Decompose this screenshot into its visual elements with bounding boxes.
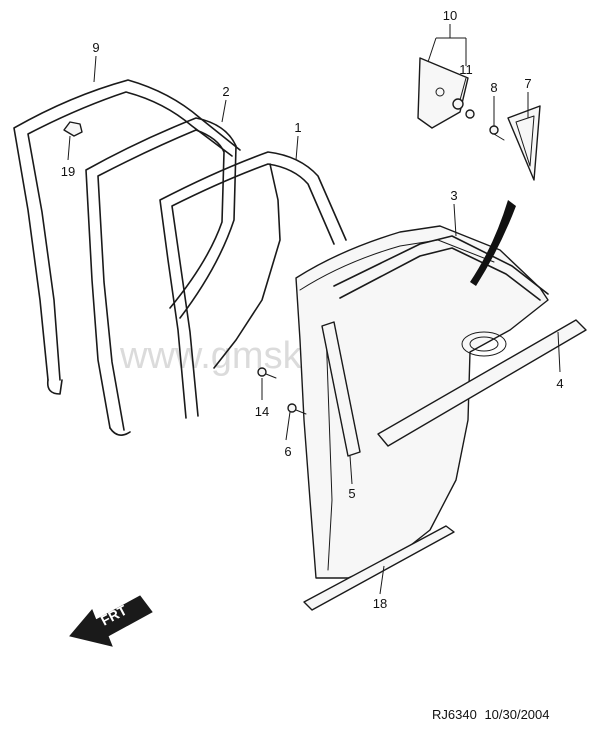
callout-2: 2 <box>222 84 229 99</box>
callout-6: 6 <box>284 444 291 459</box>
callout-numbers: 9 2 1 3 4 5 6 7 8 10 11 14 18 19 <box>61 8 564 611</box>
part-7-triangle-seal <box>507 105 541 181</box>
callout-10: 10 <box>443 8 457 23</box>
callout-leaders <box>67 24 561 595</box>
part-6-screw <box>287 403 307 415</box>
part-2-weatherstrip <box>85 117 237 436</box>
part-4-side-moulding <box>377 319 587 447</box>
pointer-arrow <box>470 200 516 286</box>
callout-1: 1 <box>294 120 301 135</box>
callout-4: 4 <box>556 376 563 391</box>
part-8-screw <box>489 125 505 141</box>
door-panel <box>295 225 549 579</box>
part-14-screw <box>257 367 277 379</box>
callout-5: 5 <box>348 486 355 501</box>
frt-direction-arrow: FRT <box>69 595 153 647</box>
callout-14: 14 <box>255 404 269 419</box>
part-19-clip <box>63 121 83 137</box>
callout-3: 3 <box>450 188 457 203</box>
footer-reference: RJ6340 10/30/2004 <box>432 707 554 722</box>
footer-code: RJ6340 <box>432 707 477 722</box>
callout-8: 8 <box>490 80 497 95</box>
footer-date: 10/30/2004 <box>484 707 550 722</box>
callout-9: 9 <box>92 40 99 55</box>
callout-18: 18 <box>373 596 387 611</box>
part-3-belt-moulding <box>333 235 549 301</box>
callout-19: 19 <box>61 164 75 179</box>
part-11-clip <box>452 98 475 119</box>
part-1-glass-run-channel <box>159 151 347 419</box>
part-9-weatherstrip <box>13 79 241 395</box>
callout-7: 7 <box>524 76 531 91</box>
part-18-lower-moulding <box>303 525 455 611</box>
part-5-pillar-applique <box>321 321 361 457</box>
callout-11: 11 <box>459 62 473 77</box>
part-10-corner-piece <box>417 57 469 129</box>
